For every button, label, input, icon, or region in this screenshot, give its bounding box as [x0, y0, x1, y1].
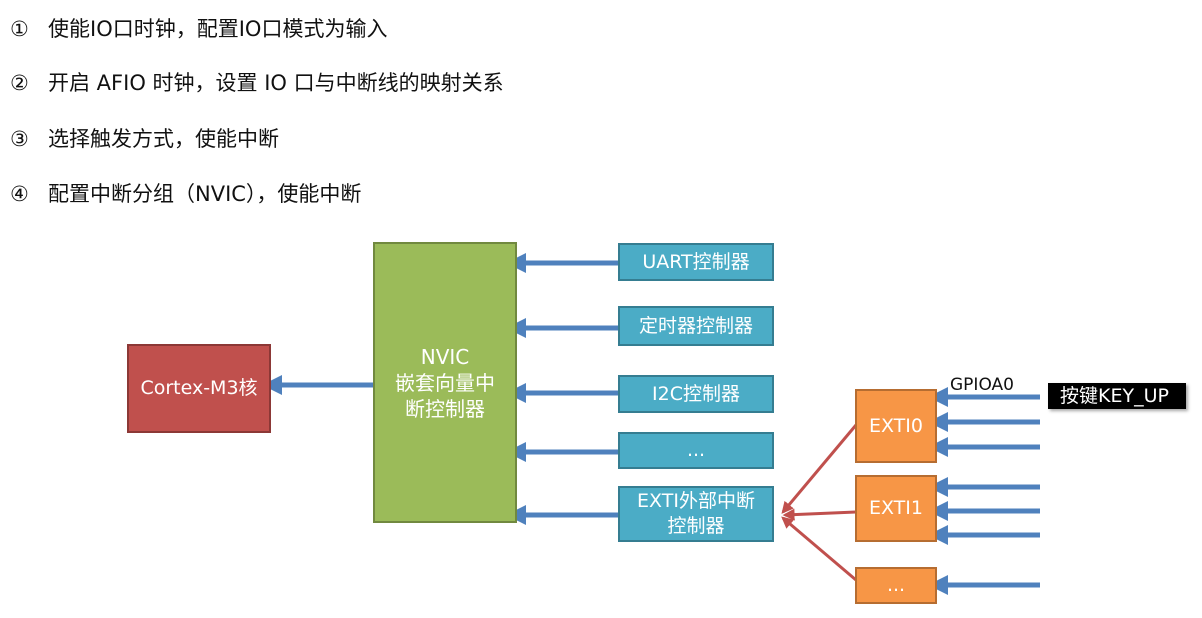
other-controller-box: ... — [618, 432, 774, 469]
exti-controller-label: EXTI外部中断 控制器 — [637, 490, 755, 537]
uart-controller-label: UART控制器 — [642, 250, 750, 273]
step-1-text: 使能IO口时钟，配置IO口模式为输入 — [48, 17, 388, 41]
gpioa0-label: GPIOA0 — [950, 375, 1014, 395]
step-3: ③ 选择触发方式，使能中断 — [10, 124, 279, 154]
nvic-box: NVIC 嵌套向量中 断控制器 — [373, 242, 517, 523]
step-4-text: 配置中断分组（NVIC），使能中断 — [48, 182, 362, 206]
arrow-exti1-to-controller — [782, 508, 857, 521]
step-2-number: ② — [10, 71, 29, 95]
uart-controller-box: UART控制器 — [618, 243, 774, 281]
exti1-box: EXTI1 — [855, 475, 937, 542]
step-1-number: ① — [10, 17, 29, 41]
exti-more-label: ... — [886, 574, 906, 597]
exti0-label: EXTI0 — [869, 414, 923, 437]
exti-controller-box: EXTI外部中断 控制器 — [618, 486, 774, 542]
i2c-controller-box: I2C控制器 — [618, 375, 774, 413]
arrow-exti0-to-controller — [781, 424, 858, 514]
exti-more-box: ... — [855, 567, 937, 604]
nvic-label: NVIC 嵌套向量中 断控制器 — [395, 344, 495, 421]
key-up-label: 按键KEY_UP — [1048, 383, 1186, 409]
i2c-controller-label: I2C控制器 — [652, 382, 740, 405]
timer-controller-label: 定时器控制器 — [638, 314, 753, 337]
step-4-number: ④ — [10, 182, 29, 206]
step-3-text: 选择触发方式，使能中断 — [48, 127, 279, 151]
other-controller-label: ... — [686, 439, 706, 462]
cortex-m3-core-label: Cortex-M3核 — [140, 377, 258, 400]
arrow-exti-more-to-controller — [781, 516, 857, 582]
exti0-box: EXTI0 — [855, 389, 937, 463]
step-2: ② 开启 AFIO 时钟，设置 IO 口与中断线的映射关系 — [10, 68, 504, 98]
step-2-text: 开启 AFIO 时钟，设置 IO 口与中断线的映射关系 — [48, 71, 504, 95]
step-4: ④ 配置中断分组（NVIC），使能中断 — [10, 179, 361, 209]
step-3-number: ③ — [10, 127, 29, 151]
timer-controller-box: 定时器控制器 — [618, 306, 774, 346]
cortex-m3-core-box: Cortex-M3核 — [127, 344, 271, 433]
exti1-label: EXTI1 — [869, 497, 923, 520]
step-1: ① 使能IO口时钟，配置IO口模式为输入 — [10, 14, 387, 44]
